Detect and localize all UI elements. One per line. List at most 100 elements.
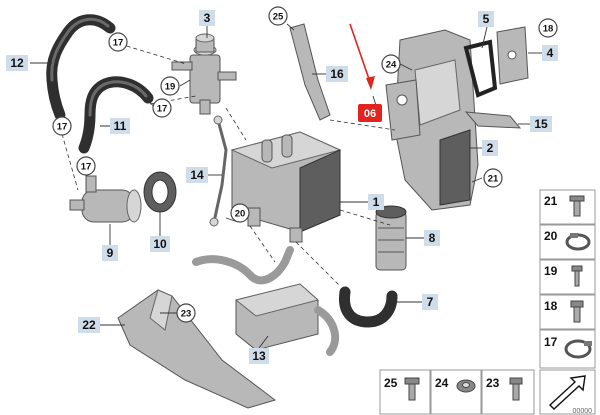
valve-3 [171,33,237,115]
callout-15: 15 [530,116,552,132]
svg-text:23: 23 [486,376,500,390]
pointer-arrow [349,23,375,90]
filter-8 [375,205,407,271]
callout-13: 13 [249,348,269,364]
svg-text:25: 25 [384,376,398,390]
hardware-legend-side: 21 20 19 18 [539,189,596,369]
svg-text:7: 7 [427,295,434,309]
circled-17-d: 17 [76,156,96,176]
pipe-14 [209,115,228,227]
hardware-legend-bottom: 25 24 23 00000 [379,369,596,415]
callout-11: 11 [110,118,130,134]
svg-text:12: 12 [10,56,24,70]
legend-item-20: 20 [544,229,591,251]
heater-1 [230,131,342,243]
callout-7: 7 [422,294,438,310]
svg-text:17: 17 [57,122,68,133]
circled-25: 25 [268,6,288,26]
svg-text:19: 19 [165,82,176,93]
hose-7 [338,286,398,328]
callout-10: 10 [150,236,170,252]
screw-icon [509,377,523,401]
callout-22: 22 [78,317,100,333]
legend-item-25: 25 [384,376,420,401]
diagram-ref-number: 00000 [573,408,593,415]
svg-text:17: 17 [113,38,124,49]
svg-text:18: 18 [544,299,558,313]
bracket-15 [464,111,522,129]
svg-text:13: 13 [252,349,266,363]
callout-2: 2 [482,140,498,156]
callout-4: 4 [542,45,558,61]
svg-text:23: 23 [181,309,192,320]
silencer-13 [192,246,340,356]
screw-icon [571,265,583,287]
svg-text:20: 20 [544,229,558,243]
legend-item-24: 24 [435,376,476,393]
callout-14: 14 [186,167,208,183]
svg-text:8: 8 [429,231,436,245]
legend-item-19: 19 [544,264,583,287]
nut-icon [456,379,476,393]
svg-text:06: 06 [364,108,376,120]
svg-text:5: 5 [483,12,490,26]
svg-text:17: 17 [157,104,168,115]
legend-item-23: 23 [486,376,523,401]
svg-text:22: 22 [82,318,96,332]
svg-text:17: 17 [544,335,558,349]
legend-item-18: 18 [544,299,584,323]
svg-text:20: 20 [235,209,246,220]
bracket-24 [385,79,421,141]
legend-item-17: 17 [544,335,592,359]
position-marker-06[interactable]: 06 [358,104,382,122]
circled-17-a: 17 [108,32,128,52]
callout-3: 3 [199,10,215,26]
svg-text:16: 16 [330,67,344,81]
svg-text:21: 21 [544,194,558,208]
plate-4 [496,26,529,85]
circled-21: 21 [483,168,503,188]
callout-9: 9 [102,245,118,261]
bracket-22 [117,289,277,409]
svg-text:19: 19 [544,264,558,278]
strut-16 [289,23,331,121]
clamp-10 [143,171,177,213]
svg-text:14: 14 [190,168,204,182]
callout-5: 5 [478,11,494,27]
callout-8: 8 [424,230,440,246]
gasket-5 [463,39,498,98]
circled-24: 24 [381,54,401,74]
svg-text:11: 11 [114,119,127,133]
circled-17-b: 17 [52,116,72,136]
svg-text:3: 3 [204,11,211,25]
svg-text:24: 24 [435,376,449,390]
hex-bolt-icon [570,300,584,323]
circled-17-c: 17 [152,98,172,118]
svg-text:17: 17 [81,162,92,173]
svg-text:9: 9 [107,246,114,260]
svg-text:21: 21 [488,174,499,185]
callout-12: 12 [6,55,28,71]
callout-16: 16 [326,66,348,82]
legend-item-21: 21 [544,194,585,217]
bracket-2 [394,29,479,211]
circled-19: 19 [160,76,180,96]
circled-20: 20 [230,203,250,223]
bolt-flange-icon [569,195,585,217]
circled-18: 18 [538,18,558,38]
svg-text:25: 25 [273,12,284,23]
svg-text:1: 1 [373,195,380,209]
svg-text:24: 24 [386,60,397,71]
leader-lines [30,23,542,349]
pump-9 [69,175,142,223]
hose-clamp-icon [565,233,591,251]
hose-11 [78,76,154,154]
spring-clamp-icon [564,339,592,359]
svg-text:18: 18 [543,24,554,35]
svg-text:15: 15 [534,117,548,131]
svg-text:2: 2 [487,141,494,155]
flange-bolt-icon [404,377,420,401]
svg-text:4: 4 [547,46,554,60]
circled-23: 23 [176,303,196,323]
